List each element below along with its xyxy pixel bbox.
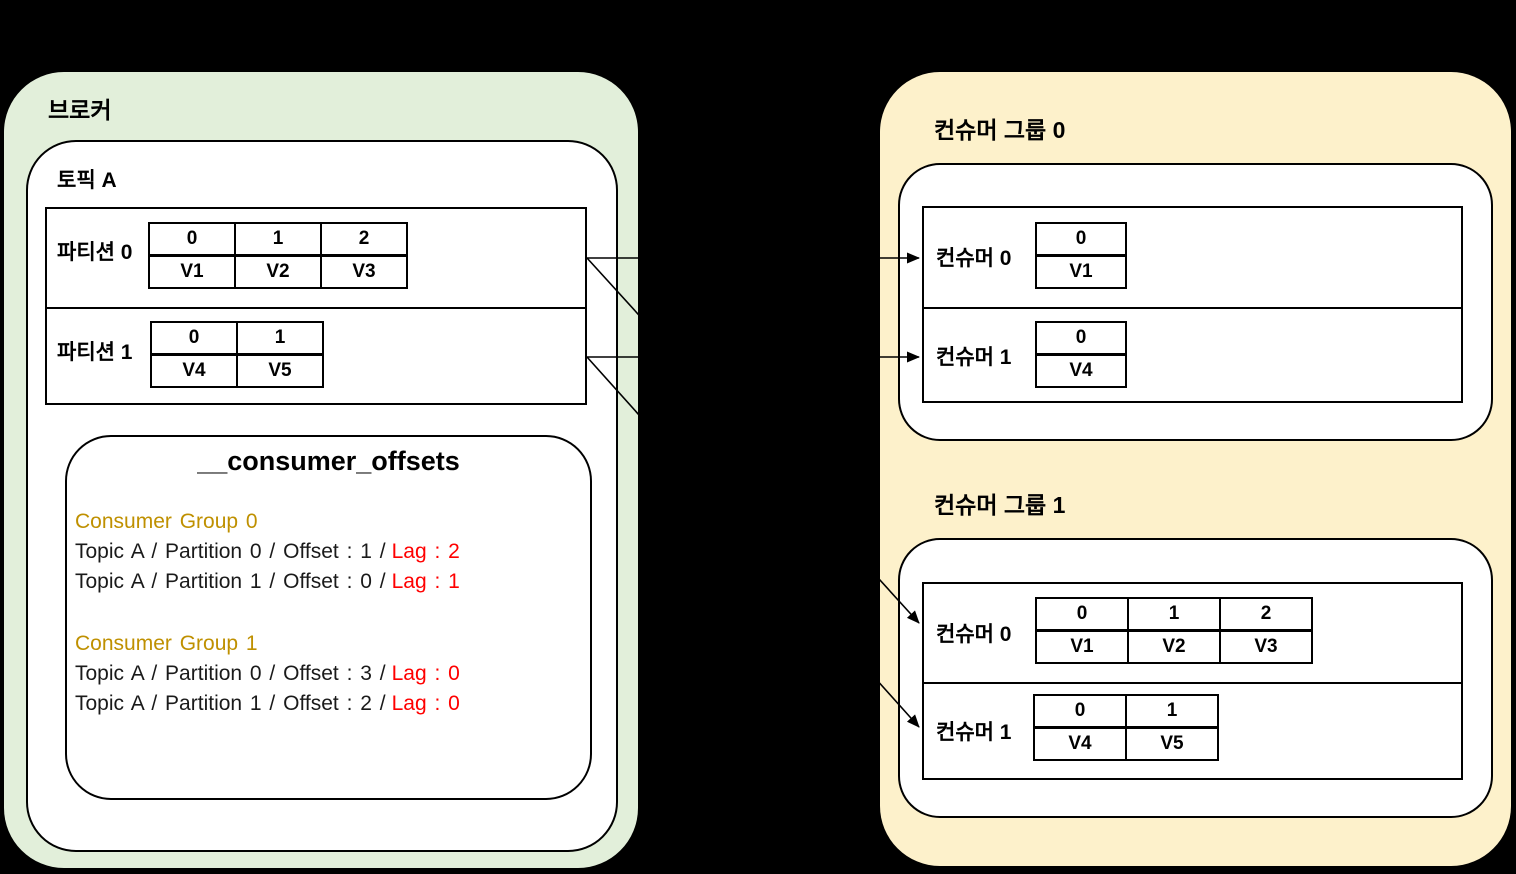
value-cell: V2 — [1127, 629, 1221, 664]
lag-value: Lag : 2 — [391, 540, 460, 563]
consumer-group-0-heading: Consumer Group 0 — [75, 510, 258, 533]
consumer-row-divider — [924, 682, 1461, 684]
value-cell: V4 — [1035, 353, 1127, 388]
value-cell: V3 — [1219, 629, 1313, 664]
value-cell: V1 — [148, 254, 236, 289]
offset-entry-text: Topic A / Partition 1 / Offset : 0 / — [75, 570, 386, 593]
offset-entry: Topic A / Partition 1 / Offset : 2 /Lag … — [75, 689, 460, 719]
value-cell: V5 — [1125, 726, 1219, 761]
table-row: 0 1 2 — [1035, 597, 1313, 632]
consumer-offsets-content: Consumer Group 0 Topic A / Partition 0 /… — [75, 507, 460, 719]
table-row: V1 V2 V3 — [148, 254, 408, 289]
offset-entry-text: Topic A / Partition 1 / Offset : 2 / — [75, 692, 386, 715]
partition-1-label: 파티션 1 — [57, 341, 133, 364]
offset-cell: 1 — [234, 222, 322, 257]
table-row: 0 1 2 — [148, 222, 408, 257]
partition-0-label: 파티션 0 — [57, 241, 133, 264]
table-row: 0 — [1035, 321, 1127, 356]
offset-entry: Topic A / Partition 1 / Offset : 0 /Lag … — [75, 567, 460, 597]
offset-entry: Topic A / Partition 0 / Offset : 3 /Lag … — [75, 659, 460, 689]
consumer-group-1-box — [898, 538, 1493, 818]
offset-cell: 0 — [1033, 694, 1127, 729]
partition-divider — [47, 307, 585, 309]
offset-entry-text: Topic A / Partition 0 / Offset : 1 / — [75, 540, 386, 563]
lag-value: Lag : 0 — [391, 662, 460, 685]
offset-cell: 0 — [1035, 321, 1127, 356]
value-cell: V3 — [320, 254, 408, 289]
offset-cell: 0 — [150, 321, 238, 356]
consumer-group-0-box — [898, 163, 1493, 441]
partitions-rect — [45, 207, 587, 405]
consumer-group-1-label: 컨슈머 그룹 1 — [934, 492, 1066, 518]
offset-entry: Topic A / Partition 0 / Offset : 1 /Lag … — [75, 537, 460, 567]
table-row: V1 — [1035, 254, 1127, 289]
value-cell: V1 — [1035, 254, 1127, 289]
offset-cell: 0 — [148, 222, 236, 257]
table-row: V4 V5 — [150, 353, 324, 388]
cg0-consumer-1-label: 컨슈머 1 — [936, 346, 1012, 369]
topic-a-label: 토픽 A — [57, 169, 117, 192]
consumer-group-1-heading: Consumer Group 1 — [75, 632, 258, 655]
cg1-consumer-1-label: 컨슈머 1 — [936, 721, 1012, 744]
partition-0-records-table: 0 1 2 V1 V2 V3 — [148, 222, 408, 289]
cg0-consumer-0-records-table: 0 V1 — [1035, 222, 1127, 289]
offset-cell: 0 — [1035, 597, 1129, 632]
cg1-consumer-0-label: 컨슈머 0 — [936, 623, 1012, 646]
offset-cell: 2 — [320, 222, 408, 257]
value-cell: V4 — [1033, 726, 1127, 761]
table-row: V1 V2 V3 — [1035, 629, 1313, 664]
lag-value: Lag : 0 — [391, 692, 460, 715]
value-cell: V4 — [150, 353, 238, 388]
table-row: V4 — [1035, 353, 1127, 388]
cg1-consumer-0-records-table: 0 1 2 V1 V2 V3 — [1035, 597, 1313, 664]
partition-1-records-table: 0 1 V4 V5 — [150, 321, 324, 388]
value-cell: V5 — [236, 353, 324, 388]
cg1-consumer-1-records-table: 0 1 V4 V5 — [1033, 694, 1219, 761]
offset-cell: 2 — [1219, 597, 1313, 632]
table-row: 0 1 — [150, 321, 324, 356]
offset-cell: 0 — [1035, 222, 1127, 257]
cg0-consumer-0-label: 컨슈머 0 — [936, 247, 1012, 270]
consumer-group-0-table-rect — [922, 206, 1463, 403]
value-cell: V2 — [234, 254, 322, 289]
consumer-offsets-title: __consumer_offsets — [197, 446, 460, 476]
consumer-group-1-table-rect — [922, 582, 1463, 780]
cg0-consumer-1-records-table: 0 V4 — [1035, 321, 1127, 388]
table-row: V4 V5 — [1033, 726, 1219, 761]
lag-value: Lag : 1 — [391, 570, 460, 593]
offset-cell: 1 — [1127, 597, 1221, 632]
table-row: 0 1 — [1033, 694, 1219, 729]
offset-cell: 1 — [236, 321, 324, 356]
offset-cell: 1 — [1125, 694, 1219, 729]
consumer-row-divider — [924, 307, 1461, 309]
consumer-group-0-label: 컨슈머 그룹 0 — [934, 117, 1066, 143]
offset-entry-text: Topic A / Partition 0 / Offset : 3 / — [75, 662, 386, 685]
broker-label: 브로커 — [48, 97, 112, 123]
value-cell: V1 — [1035, 629, 1129, 664]
table-row: 0 — [1035, 222, 1127, 257]
